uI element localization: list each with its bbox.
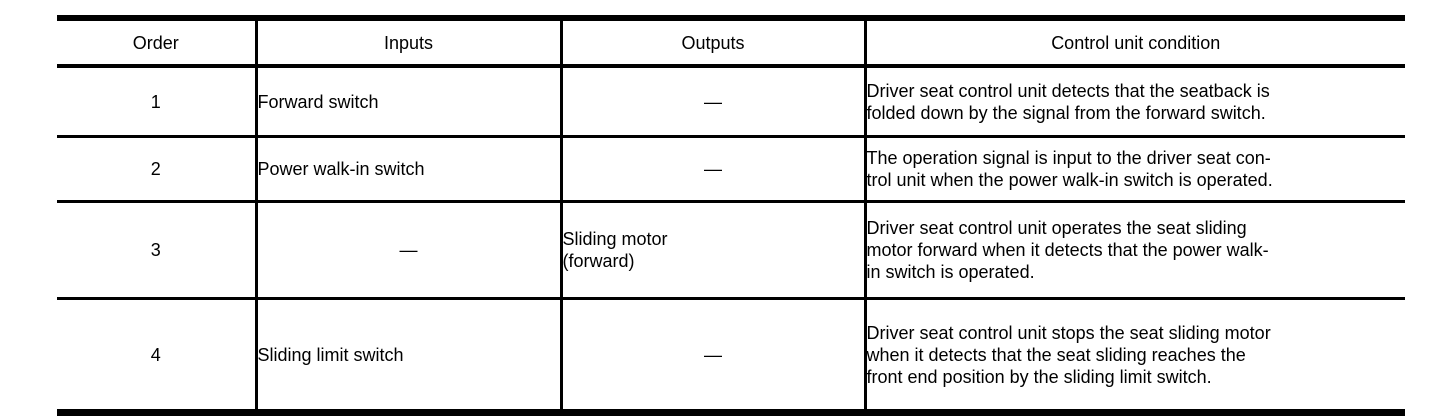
cell-outputs: Sliding motor (forward) — [561, 201, 867, 300]
cell-order: 4 — [57, 298, 258, 413]
cell-outputs: — — [561, 298, 867, 413]
control-unit-operation-table: Order Inputs Outputs Control unit condit… — [57, 15, 1405, 416]
cell-outputs: — — [561, 66, 867, 138]
table-row: 3 — Sliding motor (forward) Driver seat … — [57, 201, 1405, 300]
cell-inputs: — — [256, 201, 563, 300]
cell-inputs: Sliding limit switch — [256, 298, 563, 413]
col-header-outputs: Outputs — [561, 18, 867, 68]
col-header-order: Order — [57, 18, 258, 68]
cell-order: 1 — [57, 66, 258, 138]
col-header-condition: Control unit condition — [865, 18, 1405, 68]
cell-inputs: Forward switch — [256, 66, 563, 138]
cell-condition: Driver seat control unit stops the seat … — [866, 322, 1271, 387]
table-header-row: Order Inputs Outputs Control unit condit… — [57, 18, 1405, 68]
cell-condition: Driver seat control unit operates the se… — [865, 201, 1405, 300]
cell-order: 2 — [57, 136, 258, 203]
table-row: 4 Sliding limit switch — Driver seat con… — [57, 298, 1405, 413]
cell-condition: Driver seat control unit detects that th… — [865, 66, 1405, 138]
table-row: 1 Forward switch — Driver seat control u… — [57, 66, 1405, 138]
cell-order: 3 — [57, 201, 258, 300]
table-row: 2 Power walk-in switch — The operation s… — [57, 136, 1405, 203]
col-header-inputs: Inputs — [256, 18, 563, 68]
cell-outputs: — — [561, 136, 867, 203]
cell-inputs: Power walk-in switch — [256, 136, 563, 203]
cell-condition: The operation signal is input to the dri… — [865, 136, 1405, 203]
